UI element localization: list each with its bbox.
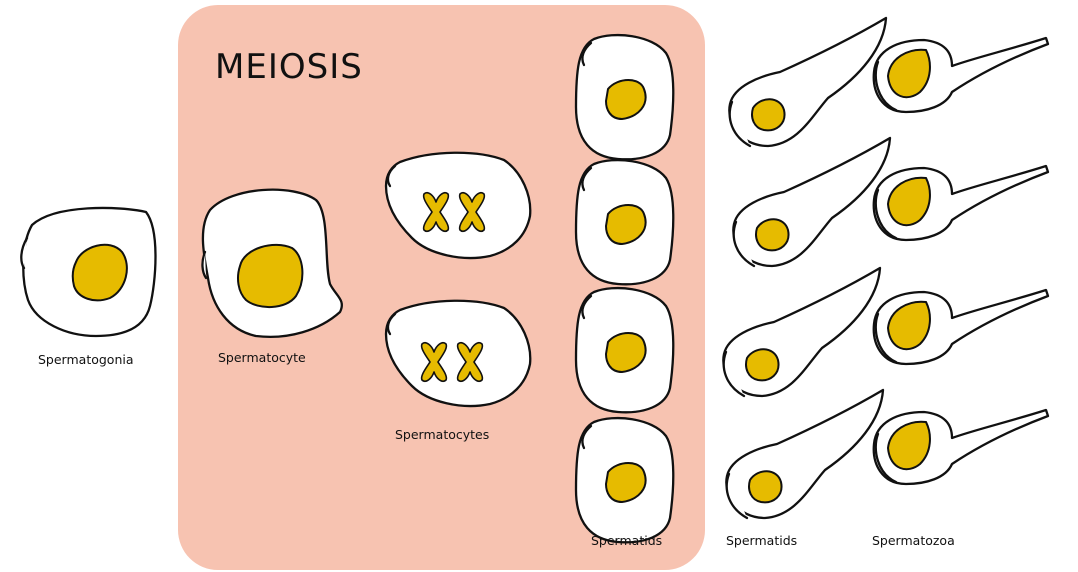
spermatozoon-4 bbox=[874, 410, 1048, 484]
spermatid-elongating-3 bbox=[723, 268, 880, 396]
spermatid-round-3 bbox=[576, 288, 673, 412]
spermatozoon-3 bbox=[874, 290, 1048, 364]
spermatid-elongating-2 bbox=[733, 138, 890, 266]
spermatozoon-1 bbox=[874, 38, 1048, 112]
label-spermatocyte: Spermatocyte bbox=[218, 350, 306, 365]
nucleus bbox=[238, 245, 302, 307]
meiosis-title: MEIOSIS bbox=[215, 47, 363, 87]
spermatid-elongating-1 bbox=[729, 18, 886, 146]
label-spermatogonia: Spermatogonia bbox=[38, 352, 134, 367]
spermatid-elongating-4 bbox=[726, 390, 883, 518]
spermatid-round-1 bbox=[576, 35, 673, 159]
spermatozoon-2 bbox=[874, 166, 1048, 240]
label-spermatids-outer: Spermatids bbox=[726, 533, 797, 548]
label-spermatids-inner: Spermatids bbox=[591, 533, 662, 548]
spermatogonia-cell bbox=[21, 208, 155, 336]
spermatocyte-cell bbox=[202, 190, 341, 337]
label-spermatozoa: Spermatozoa bbox=[872, 533, 955, 548]
spermatid-round-4 bbox=[576, 418, 673, 542]
spermatid-round-2 bbox=[576, 160, 673, 284]
label-spermatocytes: Spermatocytes bbox=[395, 427, 489, 442]
